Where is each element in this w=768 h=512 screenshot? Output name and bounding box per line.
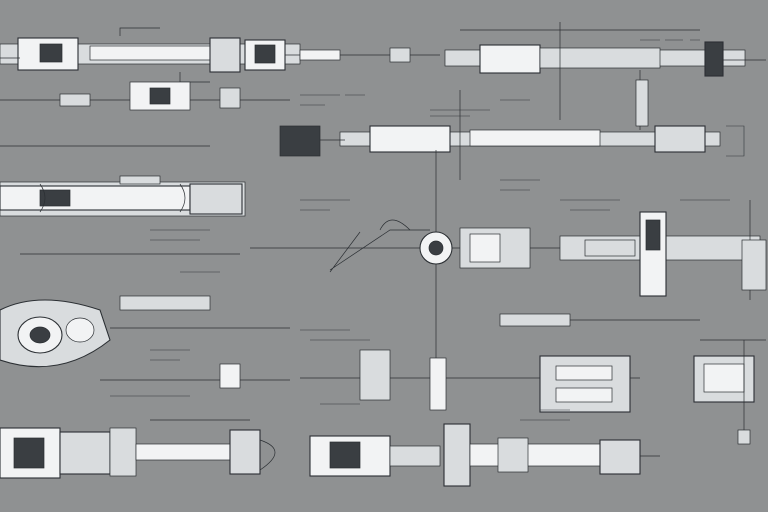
rifle-top-left (0, 27, 440, 83)
right-turret-unit (693, 339, 766, 445)
barrel-assembly-upper-mid (279, 90, 745, 180)
mid-carriage (300, 313, 700, 413)
central-gimbal-mechanism (250, 150, 740, 410)
cannon-bottom-center (309, 409, 660, 487)
rail-mount-left (0, 81, 365, 111)
engine-cluster-left (0, 295, 290, 397)
receiver-left (0, 145, 246, 273)
scope-right (559, 199, 767, 300)
rifle-top-right (444, 22, 766, 130)
cannon-bottom-left (0, 419, 276, 479)
